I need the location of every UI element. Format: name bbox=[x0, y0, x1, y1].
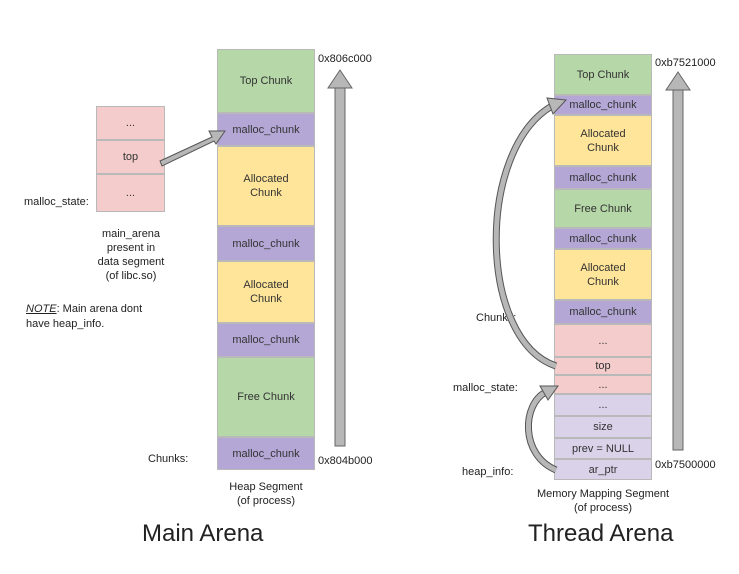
block-label: malloc_chunk bbox=[232, 447, 300, 460]
thread-allocated-chunk-2: Allocated Chunk bbox=[554, 249, 652, 300]
caption-line: Heap Segment bbox=[229, 481, 303, 493]
main-arena-note-line2: have heap_info. bbox=[26, 318, 105, 330]
thread-malloc-chunk-4: malloc_chunk bbox=[554, 300, 652, 324]
caption-line: Memory Mapping Segment bbox=[536, 488, 670, 500]
thread-heap-info-label: heap_info: bbox=[462, 466, 514, 478]
thread-address-up-arrow bbox=[665, 71, 691, 451]
main-state-cell-dots-2: ... bbox=[96, 174, 165, 212]
heap-free-chunk: Free Chunk bbox=[217, 357, 315, 437]
main-state-cell-text: ... bbox=[125, 187, 136, 199]
block-label: size bbox=[593, 421, 613, 433]
thread-heapinfo-size: size bbox=[554, 416, 652, 438]
main-state-cell-dots-1: ... bbox=[96, 106, 165, 140]
main-top-pointer-arrow bbox=[159, 130, 226, 167]
block-label: Allocated Chunk bbox=[580, 261, 626, 288]
heap-segment-caption: Heap Segment (of process) bbox=[206, 480, 326, 508]
thread-malloc-chunk-1: malloc_chunk bbox=[554, 95, 652, 115]
desc-line: (of libc.so) bbox=[105, 270, 157, 282]
main-arena-title: Main Arena bbox=[142, 520, 264, 547]
main-state-cell-top: top bbox=[96, 140, 165, 174]
thread-malloc-chunk-3: malloc_chunk bbox=[554, 228, 652, 249]
block-label: malloc_chunk bbox=[232, 334, 300, 346]
note-prefix: NOTE bbox=[26, 303, 57, 315]
heap-allocated-chunk-1: Allocated Chunk bbox=[217, 146, 315, 226]
thread-addr-top: 0xb7521000 bbox=[655, 57, 716, 69]
main-arena-description: main_arena present in data segment (of l… bbox=[74, 227, 188, 283]
thread-arptr-pointer-arrow bbox=[524, 385, 559, 474]
block-label: ar_ptr bbox=[588, 463, 618, 476]
note-text: : Main arena dont bbox=[56, 303, 143, 315]
block-label: Free Chunk bbox=[574, 202, 632, 215]
main-state-cell-text: ... bbox=[125, 117, 136, 129]
thread-state-dots-1: ... bbox=[554, 324, 652, 357]
thread-malloc-chunk-2: malloc_chunk bbox=[554, 166, 652, 189]
block-label: malloc_chunk bbox=[569, 306, 637, 318]
block-label: Top Chunk bbox=[576, 68, 630, 81]
thread-heapinfo-arptr: ar_ptr bbox=[554, 459, 652, 480]
main-chunks-label: Chunks: bbox=[148, 453, 189, 465]
heap-malloc-chunk-2: malloc_chunk bbox=[217, 226, 315, 261]
block-label: Allocated Chunk bbox=[243, 173, 289, 199]
block-label: malloc_chunk bbox=[232, 237, 300, 250]
main-arena-note: NOTE: Main arena dont bbox=[26, 302, 142, 316]
block-label: ... bbox=[598, 378, 608, 391]
block-label: malloc_chunk bbox=[569, 99, 637, 111]
caption-line: (of process) bbox=[573, 502, 633, 514]
heap-malloc-chunk-4: malloc_chunk bbox=[217, 437, 315, 470]
block-label: prev = NULL bbox=[571, 442, 635, 455]
thread-malloc-state-label: malloc_state: bbox=[453, 382, 518, 394]
heap-malloc-chunk-1: malloc_chunk bbox=[217, 113, 315, 146]
mmap-segment-caption: Memory Mapping Segment (of process) bbox=[519, 487, 687, 515]
block-label: Allocated Chunk bbox=[580, 127, 626, 154]
block-label: malloc_chunk bbox=[569, 232, 637, 245]
caption-line: (of process) bbox=[236, 495, 296, 507]
block-label: Free Chunk bbox=[237, 391, 295, 403]
desc-line: main_arena bbox=[101, 228, 161, 240]
thread-top-chunk: Top Chunk bbox=[554, 54, 652, 95]
thread-free-chunk: Free Chunk bbox=[554, 189, 652, 228]
block-label: Top Chunk bbox=[239, 75, 293, 87]
block-label: top bbox=[595, 360, 611, 372]
main-state-cell-text: top bbox=[122, 151, 139, 163]
thread-top-pointer-arrow bbox=[492, 97, 568, 370]
thread-state-dots-2: ... bbox=[554, 375, 652, 394]
main-malloc-state-label: malloc_state: bbox=[24, 196, 89, 208]
heap-allocated-chunk-2: Allocated Chunk bbox=[217, 261, 315, 323]
thread-heapinfo-dots: ... bbox=[554, 394, 652, 416]
main-addr-bottom: 0x804b000 bbox=[318, 455, 373, 467]
block-label: malloc_chunk bbox=[569, 171, 637, 184]
thread-addr-bottom: 0xb7500000 bbox=[655, 459, 716, 471]
block-label: Allocated Chunk bbox=[243, 279, 289, 305]
thread-heapinfo-prev: prev = NULL bbox=[554, 438, 652, 459]
main-addr-top: 0x806c000 bbox=[318, 53, 372, 65]
heap-top-chunk: Top Chunk bbox=[217, 49, 315, 113]
main-address-up-arrow bbox=[327, 69, 353, 447]
thread-allocated-chunk-1: Allocated Chunk bbox=[554, 115, 652, 166]
block-label: ... bbox=[598, 334, 608, 347]
block-label: ... bbox=[598, 399, 608, 411]
thread-arena-title: Thread Arena bbox=[528, 520, 674, 547]
block-label: malloc_chunk bbox=[232, 123, 300, 136]
heap-malloc-chunk-3: malloc_chunk bbox=[217, 323, 315, 357]
desc-line: present in bbox=[106, 242, 156, 254]
desc-line: data segment bbox=[97, 256, 165, 268]
thread-state-top: top bbox=[554, 357, 652, 375]
